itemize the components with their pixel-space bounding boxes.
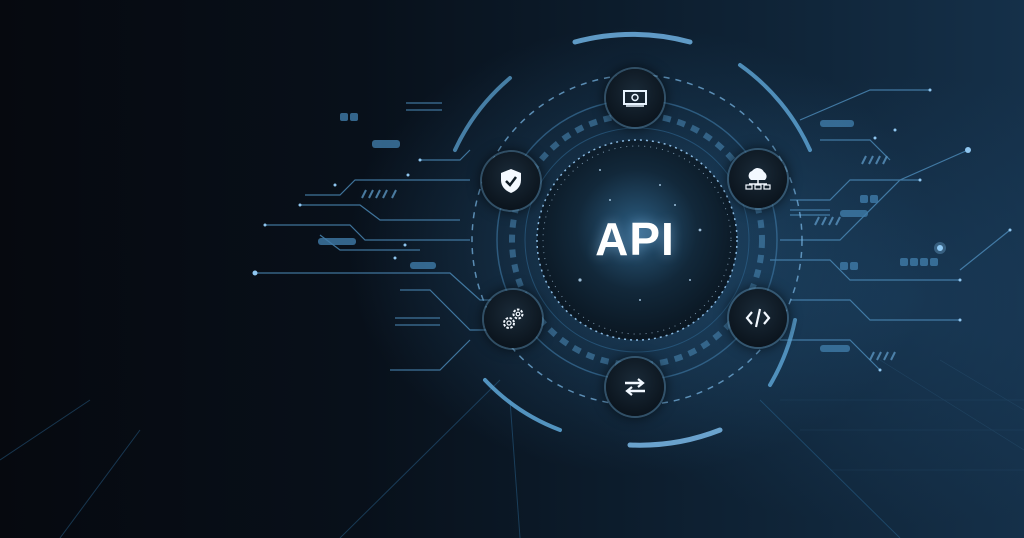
monitor-icon <box>623 90 647 107</box>
gears-icon <box>503 308 524 329</box>
node-security <box>482 152 540 210</box>
shield-check-icon <box>501 169 521 193</box>
node-monitor <box>606 69 664 127</box>
api-title: API <box>595 213 675 265</box>
cloud-network-icon <box>745 168 771 190</box>
node-settings <box>484 290 542 348</box>
node-code <box>729 289 787 347</box>
node-cloud-network <box>729 150 787 208</box>
node-transfer <box>606 358 664 416</box>
code-icon <box>745 308 771 328</box>
transfer-arrows-icon <box>625 378 645 396</box>
